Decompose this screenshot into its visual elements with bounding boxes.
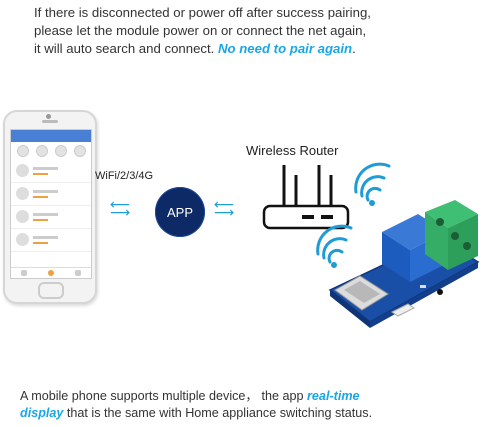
bidirectional-arrows-icon: ⟵⟶: [110, 196, 131, 220]
relay-board-image: [328, 200, 480, 328]
wifi-signal-icon: [354, 162, 391, 206]
wifi-signal-icon: [316, 224, 353, 268]
bottom-description: A mobile phone supports multiple device，…: [20, 388, 480, 422]
bottom-line-2: that is the same with Home appliance swi…: [63, 406, 373, 420]
app-tab-bar: [11, 267, 91, 278]
bottom-line-1: A mobile phone supports multiple device，…: [20, 389, 308, 403]
device-list-item: [11, 229, 91, 252]
phone-screen: [10, 129, 92, 279]
bottom-highlight-2: display: [20, 406, 64, 420]
device-list-item: [11, 183, 91, 206]
app-badge: APP: [155, 187, 205, 237]
network-label: WiFi/2/3/4G: [95, 170, 154, 182]
top-description: If there is disconnected or power off af…: [34, 4, 474, 58]
top-line-3: it will auto search and connect.: [34, 41, 218, 56]
router-label: Wireless Router: [246, 143, 339, 158]
top-highlight: No need to pair again: [218, 41, 353, 56]
smartphone-image: [3, 110, 97, 304]
router-icon: [262, 165, 350, 230]
top-line-1: If there is disconnected or power off af…: [34, 5, 371, 20]
home-button-icon: [38, 282, 64, 299]
device-list-item: [11, 160, 91, 183]
device-list-item: [11, 206, 91, 229]
bottom-highlight-1: real-time: [307, 389, 360, 403]
speaker-icon: [42, 120, 58, 123]
bidirectional-arrows-icon: ⟵⟶: [214, 196, 235, 220]
camera-icon: [46, 114, 51, 119]
top-line-2: please let the module power on or connec…: [34, 23, 367, 38]
top-line-3-suffix: .: [352, 41, 356, 56]
app-device-icons: [11, 142, 91, 160]
app-header-bar: [11, 130, 91, 142]
